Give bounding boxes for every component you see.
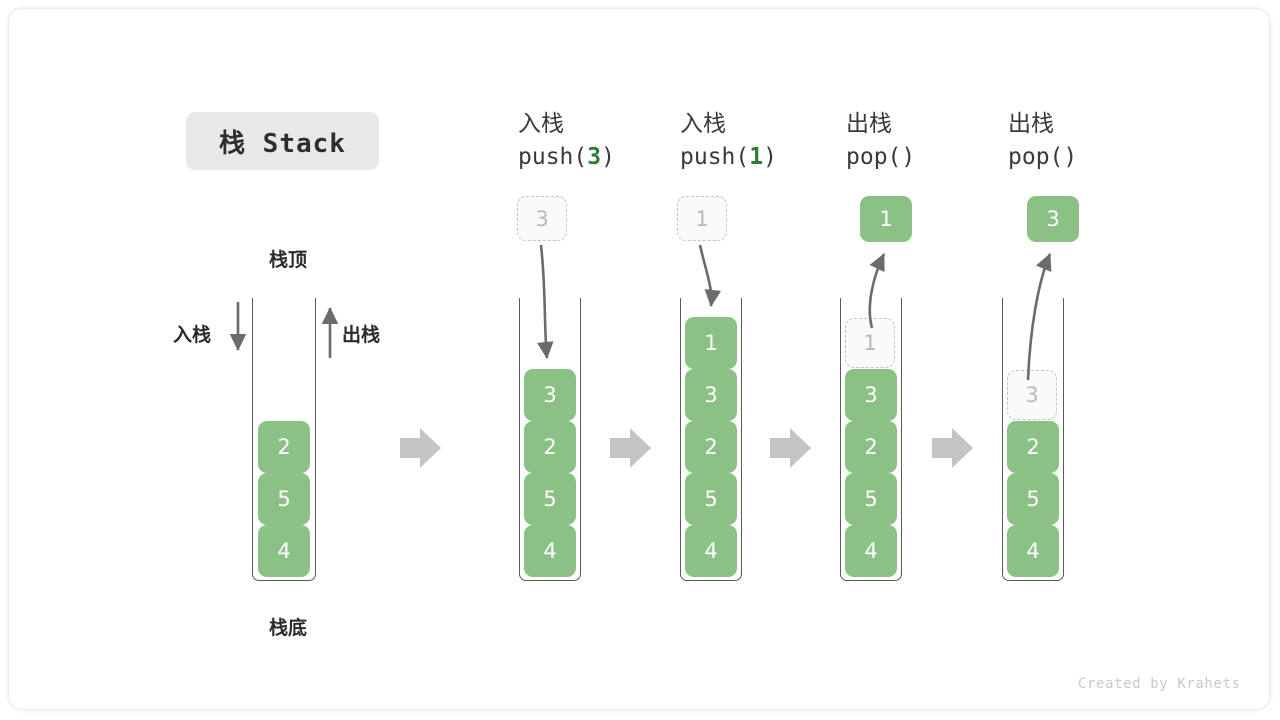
cell-value: 2 — [277, 435, 291, 459]
cell-value: 1 — [879, 207, 893, 231]
stack-bottom-label: 栈底 — [268, 617, 307, 639]
cell-value: 3 — [1046, 207, 1060, 231]
header-code-suffix: ) — [601, 143, 615, 170]
cell-value: 3 — [704, 383, 718, 407]
cell-value: 5 — [1026, 487, 1040, 511]
cell-value: 1 — [863, 331, 877, 355]
cell-value: 5 — [543, 487, 557, 511]
stack-cell: 4 — [524, 525, 576, 577]
incoming-ghost-cell: 1 — [677, 196, 727, 241]
stack-container-push-3 — [519, 298, 581, 581]
header-code-suffix: ) — [763, 143, 777, 170]
stack-cell: 4 — [685, 525, 737, 577]
cell-value: 3 — [1025, 383, 1039, 407]
stack-container-pop-2 — [1002, 298, 1064, 581]
header-code: pop() — [1008, 141, 1077, 174]
cell-value: 2 — [1026, 435, 1040, 459]
stack-container-pop-1 — [840, 298, 902, 581]
column-header-push-1: 入栈 push(1) — [680, 108, 777, 173]
header-code-prefix: pop( — [1008, 143, 1064, 170]
stack-cell: 5 — [685, 473, 737, 525]
header-code-suffix: ) — [1063, 143, 1078, 170]
column-header-pop-2: 出栈 pop() — [1008, 108, 1077, 173]
outgoing-cell: 1 — [860, 196, 912, 242]
header-code-prefix: pop( — [846, 143, 902, 170]
header-cn: 入栈 — [518, 111, 564, 137]
header-cn: 出栈 — [1008, 111, 1054, 137]
stack-cell: 2 — [1007, 421, 1059, 473]
title-text: 栈 Stack — [219, 128, 346, 159]
cell-value: 4 — [864, 539, 878, 563]
stack-cell: 4 — [845, 525, 897, 577]
stack-cell: 2 — [845, 421, 897, 473]
stack-cell: 4 — [1007, 525, 1059, 577]
outgoing-cell: 3 — [1027, 196, 1079, 242]
header-code: push(3) — [518, 141, 615, 174]
header-code-arg: 3 — [587, 143, 602, 170]
title-chip: 栈 Stack — [186, 112, 379, 170]
cell-value: 5 — [864, 487, 878, 511]
stack-cell: 3 — [685, 369, 737, 421]
header-cn: 出栈 — [846, 111, 892, 137]
header-code: push(1) — [680, 141, 777, 174]
stack-cell: 5 — [845, 473, 897, 525]
header-code-arg: 1 — [749, 143, 764, 170]
cell-value: 5 — [704, 487, 718, 511]
stack-container-push-1 — [680, 298, 742, 581]
stack-cell: 5 — [1007, 473, 1059, 525]
header-code: pop() — [846, 141, 915, 174]
stack-cell: 3 — [524, 369, 576, 421]
stack-cell: 2 — [258, 421, 310, 473]
cell-value: 4 — [543, 539, 557, 563]
push-direction-label: 入栈 — [173, 324, 212, 346]
header-code-prefix: push( — [518, 143, 588, 170]
cell-value: 1 — [704, 331, 718, 355]
cell-value: 2 — [543, 435, 557, 459]
cell-value: 3 — [535, 206, 549, 231]
stack-cell: 3 — [845, 369, 897, 421]
stack-cell: 5 — [524, 473, 576, 525]
header-cn: 入栈 — [680, 111, 726, 137]
header-code-suffix: ) — [901, 143, 916, 170]
stack-cell: 2 — [524, 421, 576, 473]
cell-value: 4 — [704, 539, 718, 563]
column-header-pop-1: 出栈 pop() — [846, 108, 915, 173]
stack-cell: 4 — [258, 525, 310, 577]
stack-container-initial — [252, 298, 316, 581]
cell-value: 4 — [1026, 539, 1040, 563]
header-code-prefix: push( — [680, 143, 750, 170]
cell-value: 2 — [704, 435, 718, 459]
cell-value: 1 — [695, 206, 709, 231]
stack-cell: 2 — [685, 421, 737, 473]
cell-value: 3 — [543, 383, 557, 407]
cell-value: 5 — [277, 487, 291, 511]
pop-direction-label: 出栈 — [342, 324, 381, 346]
cell-value: 2 — [864, 435, 878, 459]
stack-cell-vacated: 3 — [1007, 370, 1057, 420]
stack-cell: 1 — [685, 317, 737, 369]
stack-top-label: 栈顶 — [268, 249, 307, 271]
incoming-ghost-cell: 3 — [517, 196, 567, 241]
watermark: Created by Krahets — [1078, 676, 1241, 692]
stack-cell: 5 — [258, 473, 310, 525]
stack-cell-vacated: 1 — [845, 318, 895, 368]
cell-value: 3 — [864, 383, 878, 407]
column-header-push-3: 入栈 push(3) — [518, 108, 615, 173]
cell-value: 4 — [277, 539, 291, 563]
